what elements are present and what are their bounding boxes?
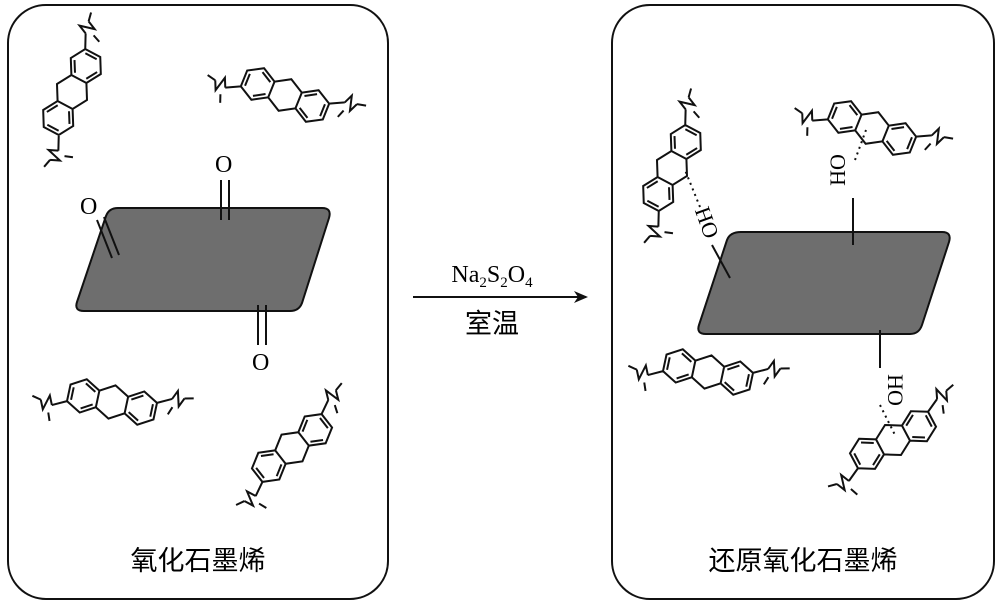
acridine-molecule — [627, 348, 790, 396]
acridine-molecule — [827, 383, 954, 496]
hydroxyl-bonds — [711, 198, 881, 368]
left-panel-frame — [7, 4, 389, 600]
molecule-structure — [827, 383, 954, 496]
acridine-molecule — [235, 382, 343, 509]
reagent-label: Na2S2O4 — [451, 262, 533, 291]
graphene-oxide-sheet — [75, 207, 331, 312]
right-panel-frame — [611, 4, 995, 600]
acridine-molecule — [642, 88, 702, 244]
molecule-structure — [31, 378, 194, 426]
oxygen-label: O — [215, 152, 232, 178]
condition-label: 室温 — [465, 309, 519, 340]
molecule-structure — [207, 67, 367, 123]
hydroxyl-label: HO — [690, 203, 724, 241]
carbonyl-groups — [96, 180, 267, 345]
molecule-structure — [642, 88, 702, 244]
reduced-graphene-oxide-sheet — [697, 231, 951, 335]
molecule-structure — [794, 100, 954, 156]
molecule-structure — [42, 12, 102, 168]
acridine-molecule — [31, 378, 194, 426]
acridine-molecule — [207, 67, 367, 123]
molecule-structure — [627, 348, 790, 396]
molecule-structure — [235, 382, 343, 509]
right-caption: 还原氧化石墨烯 — [709, 546, 898, 577]
hydroxyl-label: HO — [883, 374, 908, 406]
oxygen-label: O — [80, 194, 97, 220]
hydroxyl-label: HO — [825, 154, 850, 186]
oxygen-label: O — [252, 350, 269, 376]
acridine-molecule — [42, 12, 102, 168]
left-caption: 氧化石墨烯 — [131, 546, 266, 577]
hydrogen-bonds — [684, 129, 896, 436]
acridine-molecule — [794, 100, 954, 156]
